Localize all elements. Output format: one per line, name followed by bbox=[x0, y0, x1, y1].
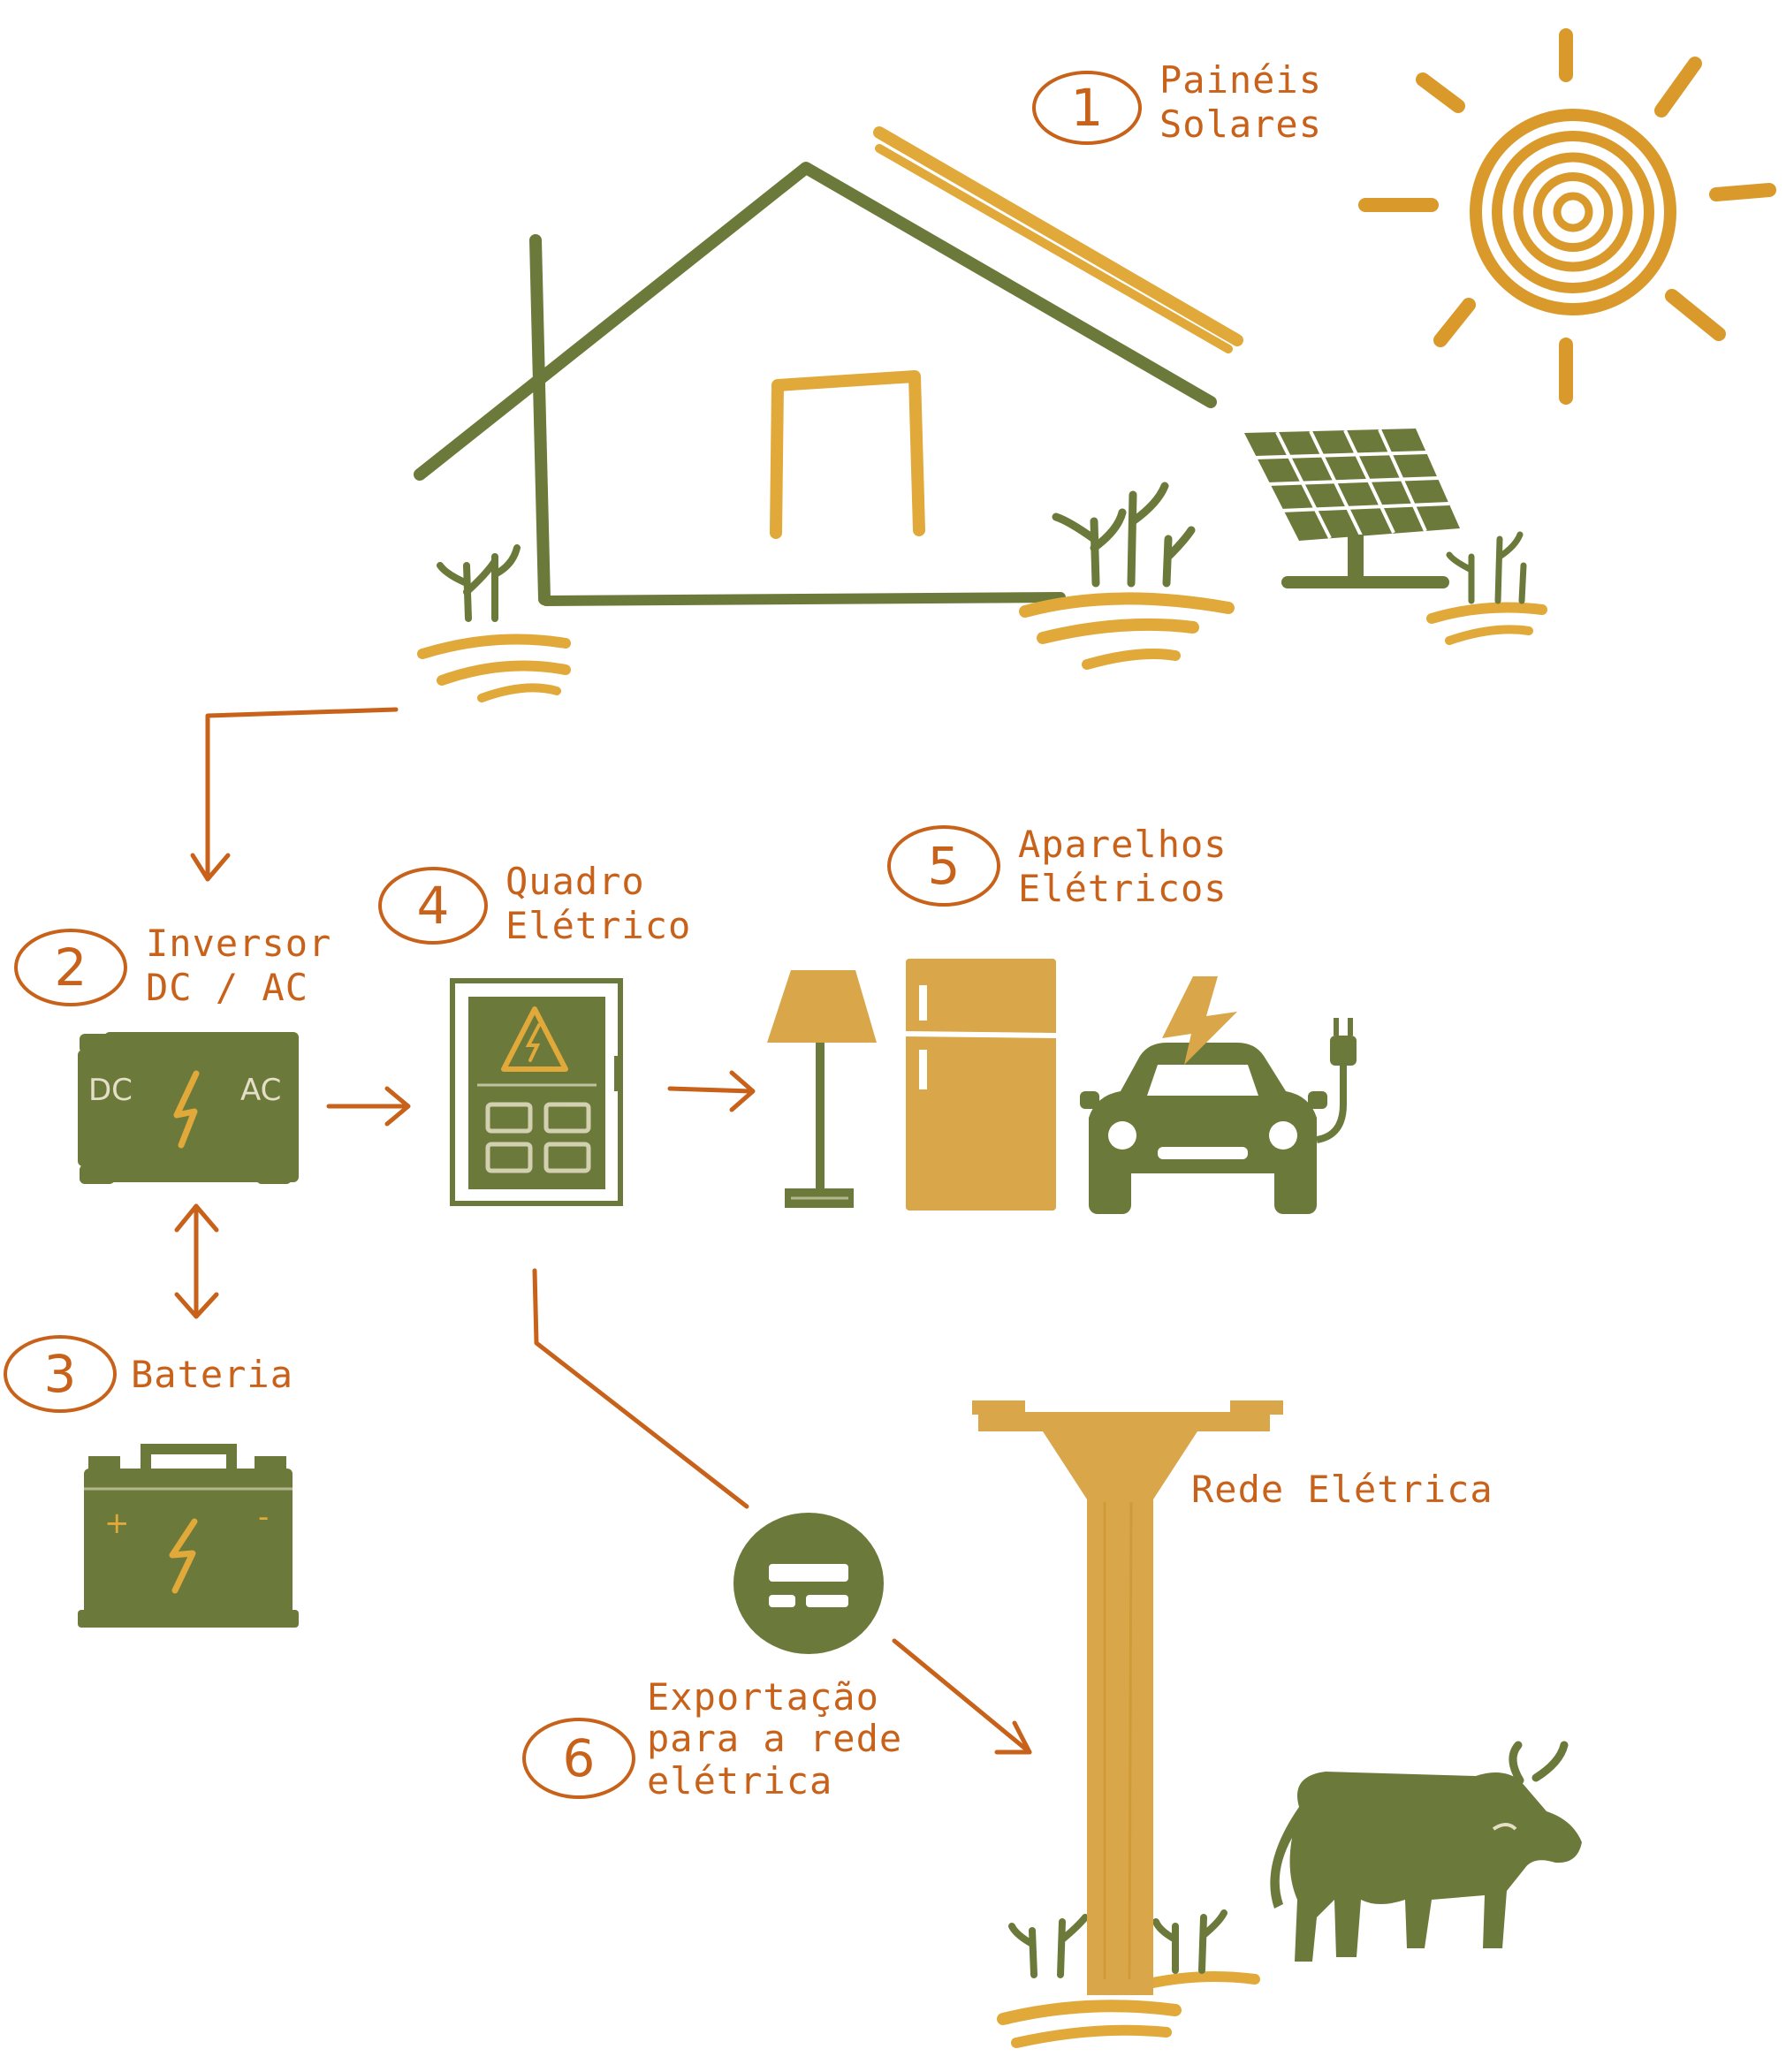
plant-icon bbox=[417, 544, 571, 702]
step-number-badge bbox=[4, 1335, 117, 1413]
step-number-badge bbox=[378, 867, 488, 945]
inverter-dc-label: DC bbox=[88, 1073, 133, 1108]
step-number-badge bbox=[14, 929, 127, 1006]
step-number: 4 bbox=[417, 876, 450, 936]
step-title-line2: DC / AC bbox=[146, 966, 308, 1009]
arrow-house-to-inverter bbox=[190, 707, 399, 882]
step-number-badge bbox=[887, 825, 1000, 907]
inverter-icon: DC AC bbox=[78, 1032, 299, 1184]
step-title-line1: Exportação bbox=[647, 1675, 879, 1719]
plant-icon bbox=[1426, 531, 1547, 645]
battery-icon: + - bbox=[78, 1444, 299, 1628]
meter-icon bbox=[733, 1513, 884, 1654]
step-title-line1: Painéis bbox=[1159, 58, 1322, 102]
house-icon bbox=[414, 126, 1243, 606]
step-number: 6 bbox=[563, 1728, 596, 1788]
roof-solar-strip bbox=[873, 126, 1243, 353]
step-number-badge bbox=[522, 1718, 635, 1799]
step-1-label: 1 Painéis Solares bbox=[1032, 58, 1322, 146]
plant-icon bbox=[997, 1909, 1260, 2048]
battery-plus: + bbox=[104, 1506, 130, 1541]
bolt-icon bbox=[1162, 976, 1237, 1065]
solar-panel-icon bbox=[1244, 429, 1460, 588]
step-title-line2: Elétrico bbox=[505, 904, 691, 947]
hazard-icon bbox=[501, 1006, 568, 1072]
battery-minus: - bbox=[258, 1499, 269, 1535]
step-number: 5 bbox=[928, 836, 961, 896]
bolt-icon bbox=[169, 1518, 198, 1594]
step-title-line1: Quadro bbox=[505, 860, 645, 903]
step-2-label: 2 Inversor DC / AC bbox=[14, 922, 331, 1009]
step-5-label: 5 Aparelhos Elétricos bbox=[887, 823, 1227, 910]
arrow-inverter-battery bbox=[174, 1203, 219, 1319]
lamp-icon bbox=[767, 970, 877, 1208]
arrow-inverter-to-panel bbox=[326, 1086, 411, 1127]
line-panel-to-meter bbox=[532, 1268, 749, 1509]
electric-car-icon bbox=[1080, 976, 1357, 1214]
inverter-ac-label: AC bbox=[240, 1073, 281, 1108]
arrow-meter-to-grid bbox=[892, 1638, 1032, 1755]
step-4-label: 4 Quadro Elétrico bbox=[378, 860, 691, 947]
arrow-panel-to-appliances bbox=[667, 1070, 756, 1112]
step-title-line3: elétrica bbox=[647, 1759, 832, 1803]
step-number: 2 bbox=[55, 937, 87, 998]
step-number-badge bbox=[1032, 71, 1142, 145]
step-title-line1: Aparelhos bbox=[1018, 823, 1227, 866]
step-3-label: 3 Bateria bbox=[4, 1335, 293, 1413]
step-number: 1 bbox=[1071, 78, 1104, 138]
step-title-line1: Inversor bbox=[146, 922, 331, 965]
step-number: 3 bbox=[44, 1344, 77, 1404]
fridge-icon bbox=[905, 959, 1057, 1211]
step-6-label: 6 Exportação para a rede elétrica bbox=[522, 1675, 902, 1803]
cow-icon bbox=[1270, 1741, 1582, 1962]
utility-pole-icon bbox=[972, 1400, 1283, 1995]
bolt-icon bbox=[173, 1070, 200, 1149]
step-title-line2: Solares bbox=[1159, 102, 1322, 146]
step-title-line2: para a rede bbox=[647, 1717, 902, 1760]
step-title-line1: Bateria bbox=[131, 1353, 293, 1396]
sun-icon bbox=[1358, 28, 1776, 405]
plant-icon bbox=[1019, 482, 1235, 670]
electrical-panel-icon bbox=[450, 978, 623, 1206]
grid-label: Rede Elétrica bbox=[1191, 1468, 1493, 1511]
step-title-line2: Elétricos bbox=[1018, 867, 1227, 910]
